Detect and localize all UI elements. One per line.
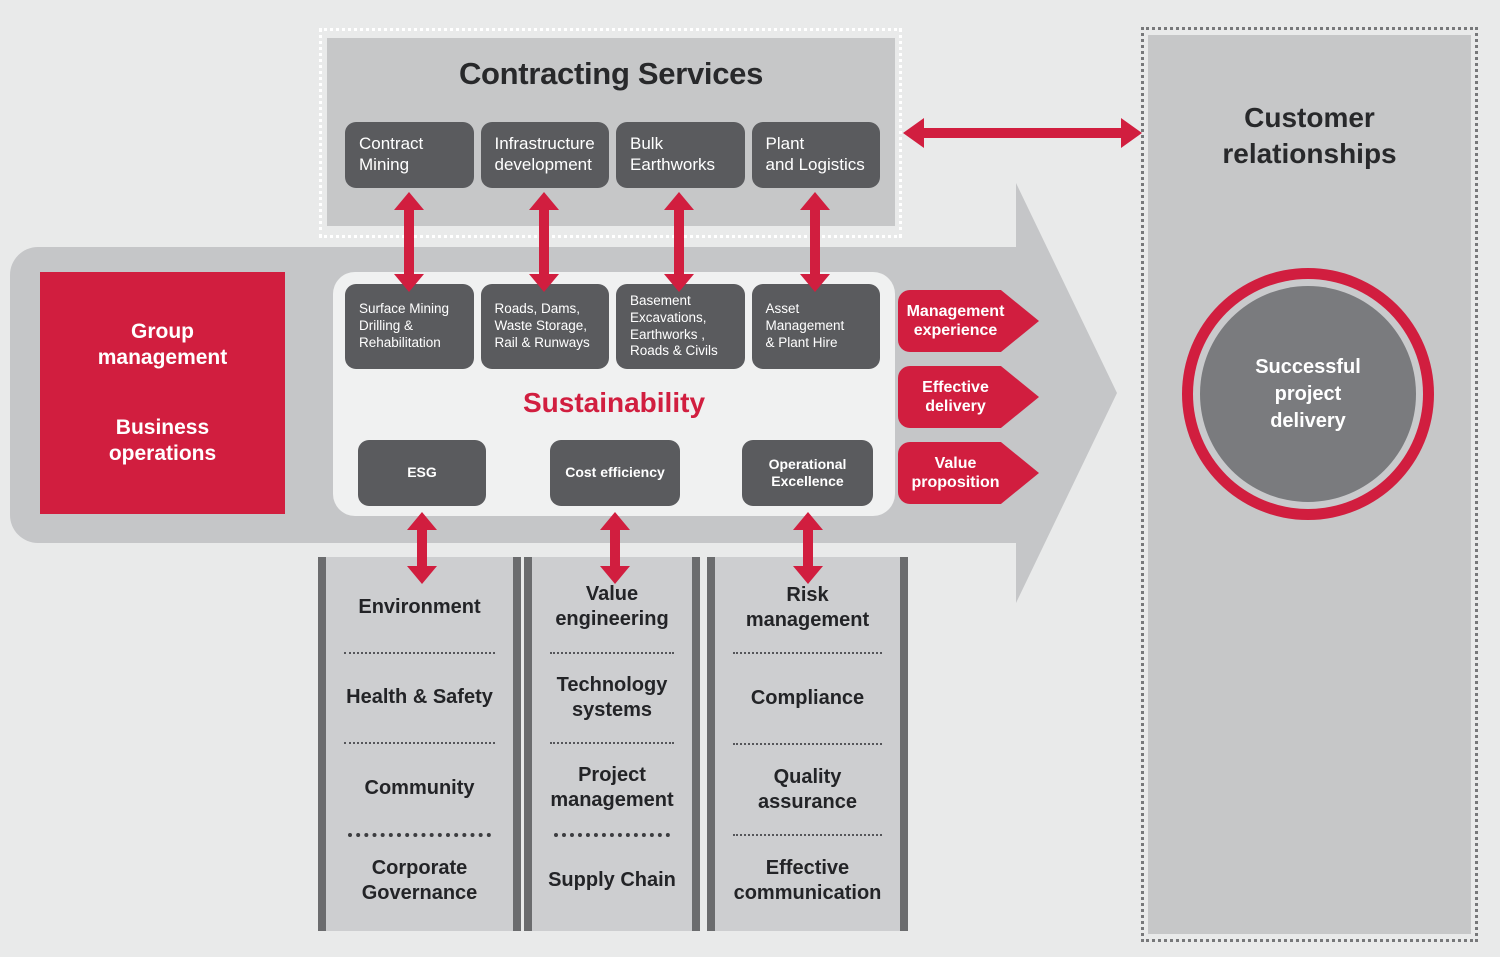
service-box-bulk-earthworks: Bulk Earthworks	[616, 122, 745, 188]
column-item: Project management	[550, 764, 674, 812]
outcome-circle: Successful project delivery	[1182, 268, 1434, 520]
foundation-column-operational-excellence: Risk management Compliance Quality assur…	[707, 557, 908, 931]
pillar-box-esg: ESG	[358, 440, 486, 506]
customer-relationships-title: Customer relationships	[1222, 102, 1397, 170]
capability-boxes: Surface Mining Drilling & Rehabilitation…	[345, 284, 880, 369]
column-item: Compliance	[750, 687, 865, 709]
column-item: Risk management	[745, 583, 870, 631]
column-item: Technology systems	[556, 673, 668, 721]
column-item: Health & Safety	[346, 686, 493, 709]
dotted-separator	[550, 651, 674, 654]
outcome-circle-ring: Successful project delivery	[1193, 279, 1423, 509]
double-arrow-vertical-icon	[529, 192, 559, 292]
capability-box-roads-dams: Roads, Dams, Waste Storage, Rail & Runwa…	[480, 284, 609, 369]
dotted-separator-bold	[554, 832, 670, 837]
double-arrow-vertical-icon	[793, 512, 823, 584]
service-box-plant-and-logistics: Plant and Logistics	[751, 122, 880, 188]
double-arrow-vertical-icon	[800, 192, 830, 292]
column-item: Value engineering	[555, 583, 669, 631]
dotted-separator	[733, 652, 882, 654]
column-item: Quality assurance	[758, 765, 857, 813]
capability-box-surface-mining: Surface Mining Drilling & Rehabilitation	[345, 284, 474, 369]
double-arrow-vertical-icon	[394, 192, 424, 292]
dotted-separator	[733, 743, 882, 745]
pillar-box-operational-excellence: Operational Excellence	[742, 440, 873, 506]
capability-box-basement-excavations: Basement Excavations, Earthworks , Roads…	[616, 284, 745, 369]
group-management-label: Group management	[97, 319, 228, 369]
column-item: Effective communication	[733, 856, 882, 904]
dotted-separator	[344, 742, 495, 744]
dotted-separator-bold	[348, 832, 491, 837]
column-item: Environment	[358, 595, 481, 618]
double-arrow-vertical-icon	[664, 192, 694, 292]
service-box-infrastructure-development: Infrastructure development	[480, 122, 609, 188]
dotted-separator	[550, 742, 674, 744]
pillar-box-cost-efficiency: Cost efficiency	[550, 440, 680, 506]
foundation-column-cost-efficiency: Value engineering Technology systems Pro…	[524, 557, 700, 931]
dotted-separator	[733, 834, 882, 836]
column-item: Corporate Governance	[361, 856, 478, 904]
outcome-label: Successful project delivery	[1200, 286, 1416, 502]
business-operations-label: Business operations	[108, 416, 217, 466]
column-item: Community	[364, 776, 475, 799]
contracting-services-boxes: Contract Mining Infrastructure developme…	[345, 122, 880, 188]
capability-box-asset-management: Asset Management & Plant Hire	[751, 284, 880, 369]
foundation-column-esg: Environment Health & Safety Community Co…	[318, 557, 521, 931]
sustainability-title: Sustainability	[522, 387, 706, 418]
service-box-contract-mining: Contract Mining	[345, 122, 474, 188]
contracting-services-title: Contracting Services	[458, 56, 764, 91]
double-arrow-horizontal-icon	[903, 118, 1142, 148]
group-management-box: Group management Business operations	[40, 272, 285, 514]
contracting-services-dotted-border	[319, 28, 902, 238]
column-item: Supply Chain	[548, 869, 676, 892]
dotted-separator	[344, 651, 495, 654]
double-arrow-vertical-icon	[407, 512, 437, 584]
double-arrow-vertical-icon	[600, 512, 630, 584]
customer-relationships-dotted-border	[1141, 27, 1478, 942]
